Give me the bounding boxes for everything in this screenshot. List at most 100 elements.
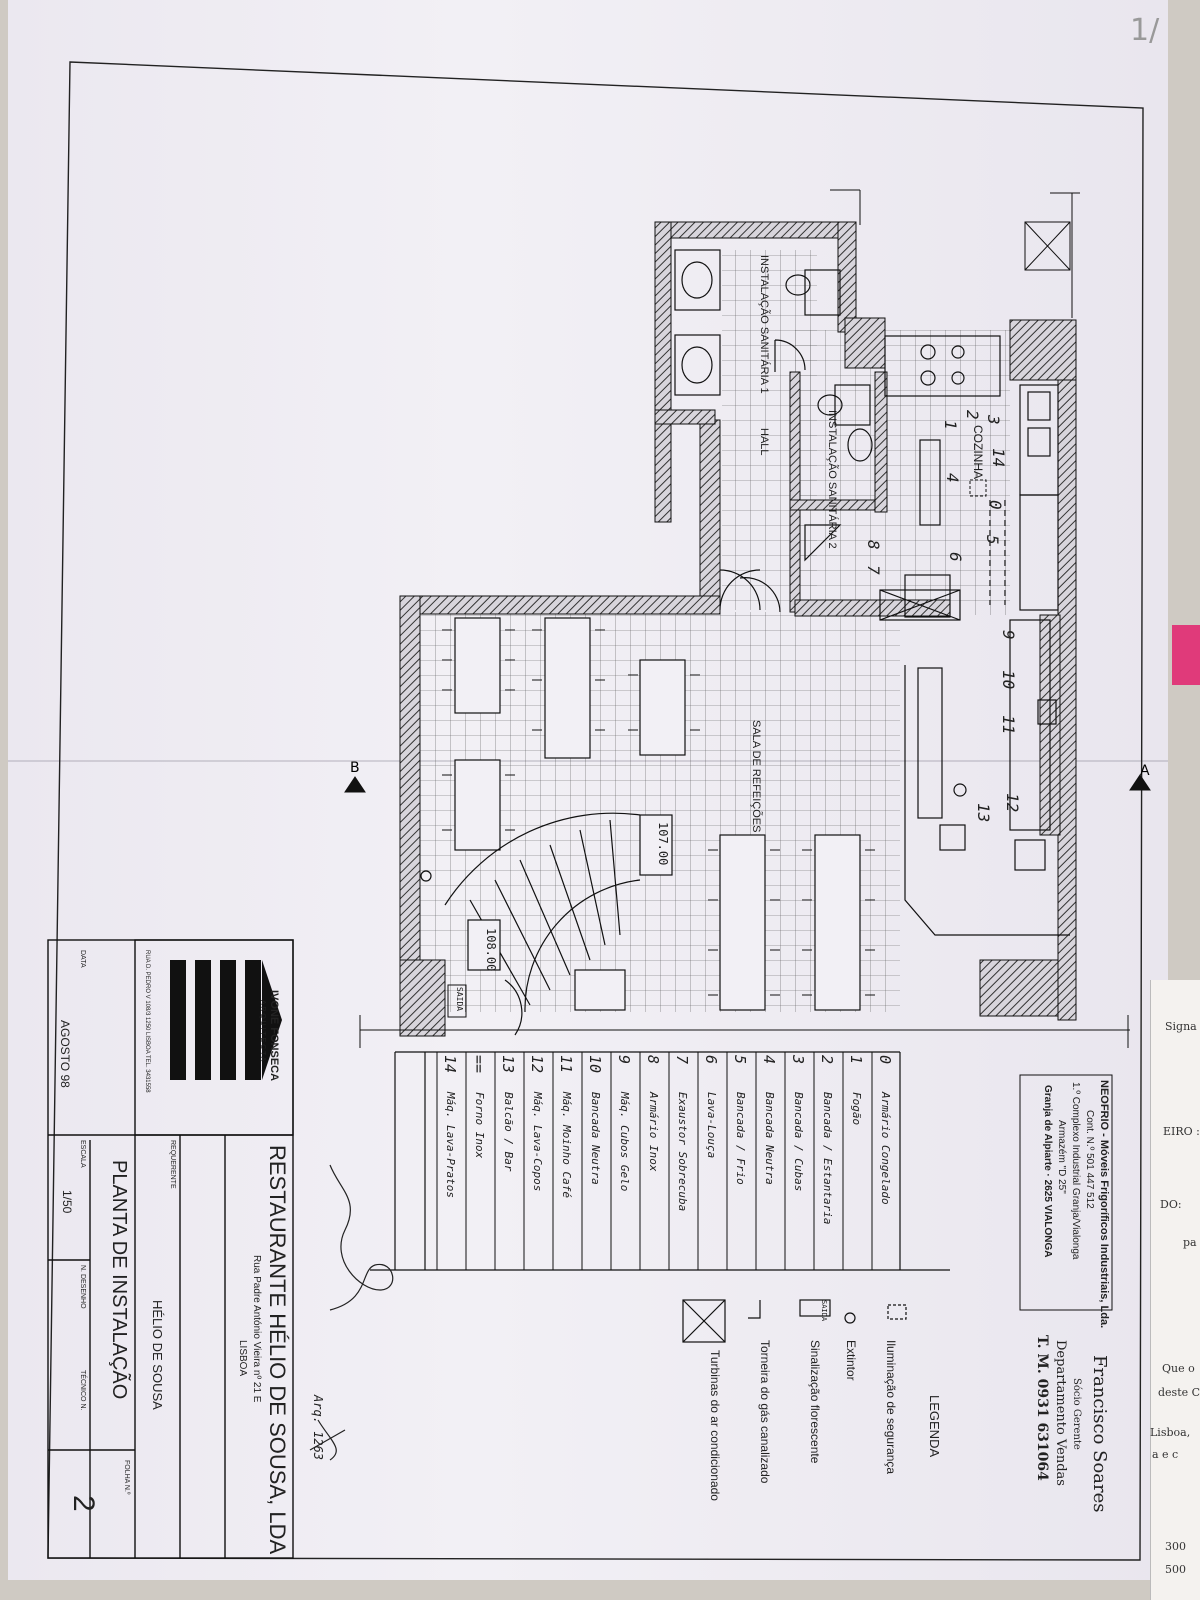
equipment-num-15: 14 (441, 1055, 459, 1074)
equipment-num-3: 3 (789, 1055, 807, 1065)
equipment-name-0: Armário Congelado (879, 1092, 892, 1205)
contact-phone: T. M. 0931 631064 (1034, 1335, 1050, 1481)
signature (329, 1164, 394, 1311)
legend-item-gas: Torneira do gás canalizado (758, 1340, 772, 1484)
supplier-stamp-box (1019, 1074, 1113, 1311)
legend-title: LEGENDA (927, 1395, 942, 1458)
equipment-name-8: Armário Inox (647, 1092, 660, 1172)
contact-dept: Departamento Vendas (1053, 1340, 1068, 1486)
kitchen-num-3: 3 (984, 415, 1003, 425)
equipment-name-14: Forno Inox (473, 1092, 486, 1159)
client-name: HÉLIO DE SOUSA (150, 1300, 165, 1410)
legend-extinguisher-icon (844, 1312, 856, 1324)
kitchen-num-14: 14 (989, 448, 1008, 468)
edge-text-8: 300 (1165, 1540, 1186, 1553)
supplier-complex: 1.º Complexo Industrial Granja/Vialonga (1070, 1082, 1081, 1260)
kitchen-num-0: 0 (986, 500, 1005, 510)
equipment-name-4: Bancada Neutra (763, 1092, 776, 1185)
kitchen-num-6: 6 (946, 552, 965, 562)
equipment-name-3: Bancada / Cubas (792, 1092, 805, 1192)
equipment-num-14: == (470, 1055, 488, 1074)
sheet-label: FOLHA N.º (123, 1460, 130, 1495)
label-kitchen: COZINHA (971, 425, 985, 479)
ac-turbine-icon (1024, 221, 1071, 271)
contact-name: Francisco Soares (1089, 1355, 1110, 1513)
kitchen-num-8: 8 (864, 540, 883, 550)
equipment-name-2: Bancada / Estantaria (821, 1092, 834, 1225)
elevation-stairs: 108.00 (484, 928, 498, 972)
edge-text-2: DO: (1160, 1198, 1182, 1211)
section-mark-a: A (1140, 763, 1150, 779)
check-label: N. DESENHO (79, 1265, 86, 1309)
kitchen-num-1: 1 (941, 420, 960, 430)
equipment-num-9: 9 (615, 1055, 633, 1065)
kitchen-num-10: 10 (999, 670, 1018, 690)
equipment-num-12: 12 (528, 1055, 546, 1074)
title-block-grid (47, 939, 294, 1559)
edge-text-6: Lisboa, (1150, 1426, 1191, 1439)
equipment-name-12: Máq. Lava-Copos (531, 1092, 544, 1192)
legend-ac-turbine-icon (682, 1299, 726, 1343)
edge-text-0: Signa (1165, 1020, 1197, 1033)
pink-tab (1172, 625, 1200, 685)
kitchen-floor (795, 330, 1010, 615)
sheet-border (47, 61, 1144, 1561)
label-sanitary-2: INSTALAÇÃO SANITÁRIA 2 (826, 410, 838, 549)
equipment-num-6: 6 (702, 1055, 720, 1065)
kitchen-num-2: 2 (963, 410, 982, 420)
equipment-num-5: 5 (731, 1055, 749, 1065)
dining-tables (454, 617, 861, 1011)
legend-security-light-icon (887, 1304, 907, 1320)
edge-text-5: deste C (1158, 1386, 1200, 1399)
equipment-num-7: 7 (673, 1055, 691, 1065)
date-value: AGOSTO 98 (58, 1020, 72, 1088)
security-light-icon (969, 479, 987, 497)
edge-text-4: Que o (1162, 1362, 1195, 1375)
architect-logo (170, 960, 282, 1080)
equipment-num-10: 10 (586, 1055, 604, 1074)
contact-role: Sócio Gerente (1071, 1378, 1082, 1450)
equipment-table-grid (370, 1051, 950, 1271)
edge-text-3: pa (1183, 1236, 1197, 1249)
section-mark-b: B (350, 760, 360, 776)
supplier-contrib: Cont. N.º 501 447 512 (1084, 1110, 1095, 1209)
legend-signage-symbol-text: SAIDA (820, 1300, 828, 1322)
walls (399, 221, 1077, 1037)
kitchen-num-11: 11 (999, 715, 1018, 735)
scale-value: 1/50 (60, 1190, 74, 1214)
handwritten-initials (309, 1419, 346, 1461)
sanitary-fixtures (674, 249, 873, 613)
supplier-warehouse: Armazém "D 25" (1056, 1120, 1067, 1194)
supplier-address: Granja de Alpiarte · 2625 VIALONGA (1042, 1085, 1053, 1258)
equipment-name-9: Máq. Cubos Gelo (618, 1092, 631, 1192)
legend-item-security: Iluminação de segurança (884, 1340, 898, 1475)
project-city: LISBOA (237, 1340, 248, 1377)
equipment-name-15: Máq. Lava-Pratos (444, 1092, 457, 1198)
elevation-dining: 107.00 (656, 822, 670, 866)
kitchen-num-12: 12 (1003, 793, 1022, 813)
client-label: REQUERENTE (169, 1140, 176, 1189)
architect-name: IVONE FONSECA (268, 990, 280, 1082)
fluorescent-sign-icon (447, 984, 467, 1018)
edge-text-9: 500 (1165, 1563, 1186, 1576)
equipment-name-1: Fogão (850, 1092, 863, 1126)
equipment-num-2: 2 (818, 1055, 836, 1065)
kitchen-num-5: 5 (983, 535, 1002, 545)
project-title: RESTAURANTE HÉLIO DE SOUSA, LDA (265, 1145, 290, 1555)
architect-role: A R Q U I T E C T A (259, 1000, 266, 1062)
equipment-num-1: 1 (847, 1055, 865, 1065)
equipment-num-4: 4 (760, 1055, 778, 1065)
legend-item-signage: Sinalização florescente (808, 1340, 822, 1464)
scale-label: ESCALA (79, 1140, 86, 1168)
kitchen-num-7: 7 (864, 565, 883, 575)
equipment-num-0: 0 (876, 1055, 894, 1065)
chairs (442, 629, 875, 996)
tech-label: TÉCNICO N. (79, 1370, 86, 1411)
kitchen-num-9: 9 (999, 630, 1018, 640)
equipment-name-13: Balcão / Bar (502, 1092, 515, 1172)
supplier-company: NEOFRIO - Móveis Frigoríficos Industriai… (1098, 1080, 1110, 1329)
legend-fluorescent-sign-icon (799, 1299, 831, 1317)
legend-item-ac: Turbinas do ar condicionado (708, 1350, 722, 1501)
architect-address: RUA D. PEDRO V 108/3 1250 LISBOA TEL. 34… (144, 950, 150, 1093)
